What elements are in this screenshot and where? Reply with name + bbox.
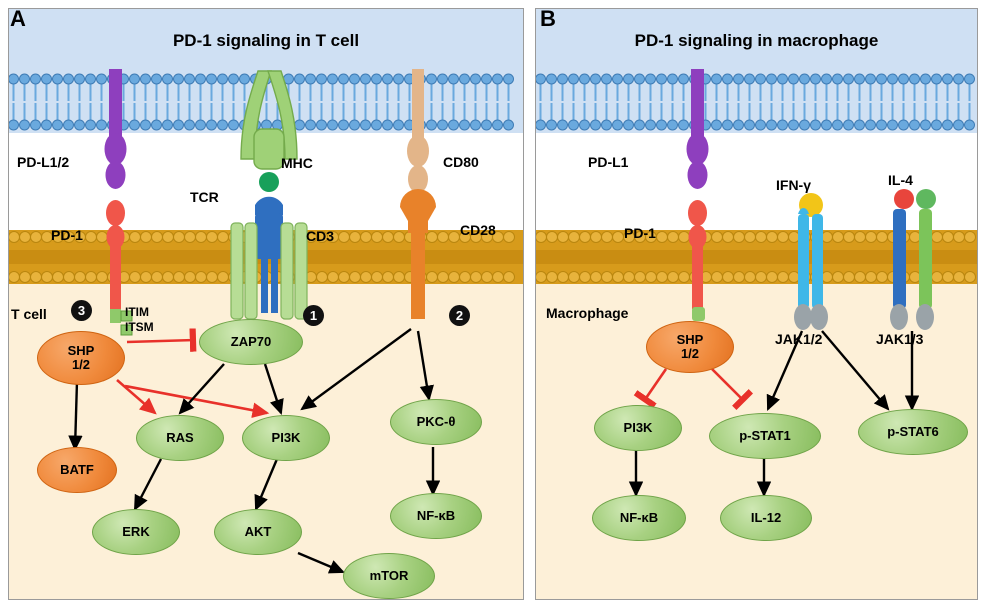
node-nfkb-b: NF-κB — [592, 495, 686, 541]
node-pi3k-a: PI3K — [242, 415, 330, 461]
panel-b-header-band — [536, 9, 977, 71]
panel-b-title: PD-1 signaling in macrophage — [634, 31, 879, 50]
label-jak13: JAK1/3 — [876, 331, 924, 347]
panel-a: PD-1 signaling in T cell — [8, 8, 524, 600]
panel-a-graphics — [9, 69, 515, 574]
panel-a-title: PD-1 signaling in T cell — [172, 31, 360, 50]
label-cd3: CD3 — [306, 228, 335, 244]
node-shp12-a-line1: SHP — [67, 343, 95, 359]
label-itim: ITIM — [125, 305, 149, 319]
node-shp12-b-line1: SHP — [676, 332, 704, 348]
node-il12: IL-12 — [720, 495, 812, 541]
label-tcr: TCR — [190, 189, 219, 205]
node-ras: RAS — [136, 415, 224, 461]
panel-letter-b: B — [540, 6, 556, 31]
step-badge-1: 1 — [303, 305, 324, 326]
panel-b: PD-1 signaling in macrophage — [535, 8, 978, 600]
label-pdl1-b: PD-L1 — [588, 154, 629, 170]
node-pkc-theta: PKC-θ — [390, 399, 482, 445]
node-nfkb-a: NF-κB — [390, 493, 482, 539]
label-il4: IL-4 — [888, 172, 913, 188]
label-mhc: MHC — [281, 155, 313, 171]
label-pd1-b: PD-1 — [624, 225, 656, 241]
label-cd28: CD28 — [460, 222, 496, 238]
label-ifn-gamma: IFN-γ — [776, 177, 811, 193]
panel-letter-a: A — [10, 6, 26, 31]
label-cd80: CD80 — [443, 154, 479, 170]
label-pdl12: PD-L1/2 — [17, 154, 70, 170]
node-pstat6: p-STAT6 — [858, 409, 968, 455]
step-badge-2: 2 — [449, 305, 470, 326]
node-shp12-b: SHP 1/2 — [646, 321, 734, 373]
label-macrophage: Macrophage — [546, 305, 629, 321]
label-itsm: ITSM — [125, 320, 154, 334]
node-pstat1: p-STAT1 — [709, 413, 821, 459]
label-jak12: JAK1/2 — [775, 331, 823, 347]
label-pd1-a: PD-1 — [51, 227, 83, 243]
node-pi3k-b: PI3K — [594, 405, 682, 451]
panel-b-graphics — [536, 69, 976, 498]
node-batf: BATF — [37, 447, 117, 493]
label-t-cell: T cell — [11, 306, 47, 322]
node-mtor: mTOR — [343, 553, 435, 599]
step-badge-3: 3 — [71, 300, 92, 321]
node-shp12-a-line2: 1/2 — [71, 357, 91, 372]
node-akt: AKT — [214, 509, 302, 555]
panel-a-header-band — [9, 9, 523, 71]
node-shp12-a: SHP 1/2 — [37, 331, 125, 385]
node-zap70: ZAP70 — [199, 319, 303, 365]
node-erk: ERK — [92, 509, 180, 555]
node-shp12-b-line2: 1/2 — [680, 346, 700, 361]
